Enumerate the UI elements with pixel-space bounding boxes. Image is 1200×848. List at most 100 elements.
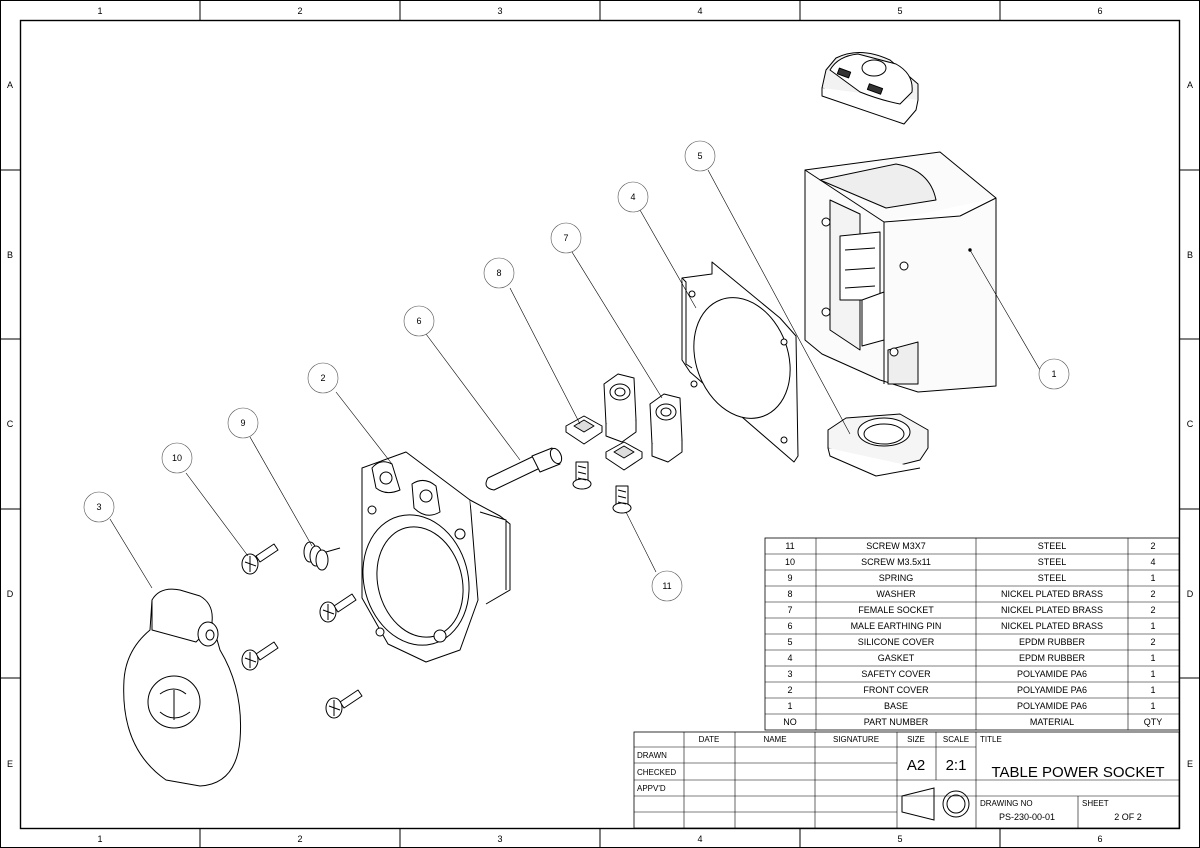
balloon-7: 7 <box>550 222 582 254</box>
balloon-5: 5 <box>684 140 716 172</box>
svg-text:SCALE: SCALE <box>943 735 969 744</box>
bom-cell-material: EPDM RUBBER <box>1019 637 1086 647</box>
bom-cell-qty: 2 <box>1150 605 1155 615</box>
drawing-title: TABLE POWER SOCKET <box>991 764 1164 781</box>
svg-text:10: 10 <box>172 453 182 463</box>
exploded-view <box>123 52 997 787</box>
balloon-2: 2 <box>307 362 339 394</box>
col-label-bottom: 3 <box>497 834 502 844</box>
col-label-top: 5 <box>897 6 902 16</box>
screw-m35x11-2 <box>319 593 357 623</box>
bom-cell-item: 9 <box>787 573 792 583</box>
bom-cell-material: STEEL <box>1038 573 1067 583</box>
svg-text:DATE: DATE <box>699 735 720 744</box>
bom-cell-part: FRONT COVER <box>863 685 929 695</box>
bom-row: 10 SCREW M3.5x11 STEEL 4 <box>785 557 1156 567</box>
bom-cell-qty: 1 <box>1150 701 1155 711</box>
bom-cell-qty: 4 <box>1150 557 1155 567</box>
balloon-9: 9 <box>227 407 259 439</box>
zone-labels: 1 2 3 4 5 6 1 2 3 4 5 6 A B C D E A B C … <box>7 6 1194 844</box>
svg-text:MATERIAL: MATERIAL <box>1030 717 1074 727</box>
bom-cell-part: SPRING <box>879 573 914 583</box>
front-cover <box>361 451 511 663</box>
balloon-6: 6 <box>403 305 435 337</box>
row-label-right: C <box>1187 419 1194 429</box>
bom-cell-item: 2 <box>787 685 792 695</box>
bom-cell-material: NICKEL PLATED BRASS <box>1001 621 1103 631</box>
bom-cell-part: GASKET <box>878 653 915 663</box>
bom-cell-part: BASE <box>884 701 908 711</box>
bom-cell-material: POLYAMIDE PA6 <box>1017 669 1087 679</box>
bom-cell-item: 10 <box>785 557 795 567</box>
svg-text:9: 9 <box>240 418 245 428</box>
bom-row: 9 SPRING STEEL 1 <box>787 573 1155 583</box>
bom-cell-part: SAFETY COVER <box>861 669 931 679</box>
bom-cell-material: STEEL <box>1038 557 1067 567</box>
svg-text:4: 4 <box>630 192 635 202</box>
svg-text:PART NUMBER: PART NUMBER <box>864 717 929 727</box>
row-label-left: A <box>7 80 13 90</box>
bom-cell-part: SCREW M3.5x11 <box>861 557 931 567</box>
col-label-top: 2 <box>297 6 302 16</box>
bom-header: NO PART NUMBER MATERIAL QTY <box>783 717 1162 727</box>
silicone-cover-bottom <box>827 413 929 477</box>
bom-cell-material: EPDM RUBBER <box>1019 653 1086 663</box>
bom-cell-item: 7 <box>787 605 792 615</box>
bom-cell-part: FEMALE SOCKET <box>858 605 934 615</box>
svg-text:6: 6 <box>416 316 421 326</box>
svg-text:QTY: QTY <box>1144 717 1163 727</box>
bom-cell-item: 5 <box>787 637 792 647</box>
part-balloons: 1 2 3 4 5 6 7 8 9 10 11 <box>83 140 1070 602</box>
bom-cell-qty: 1 <box>1150 621 1155 631</box>
spring <box>303 541 341 571</box>
bom-cell-qty: 1 <box>1150 685 1155 695</box>
col-label-bottom: 5 <box>897 834 902 844</box>
gasket <box>681 261 799 463</box>
projection-symbol <box>901 787 970 821</box>
row-label-right: E <box>1187 759 1193 769</box>
col-label-top: 6 <box>1097 6 1102 16</box>
bom-cell-material: NICKEL PLATED BRASS <box>1001 589 1103 599</box>
bom-cell-part: SCREW M3X7 <box>866 541 926 551</box>
svg-text:NO: NO <box>783 717 797 727</box>
row-label-left: B <box>7 250 13 260</box>
svg-text:11: 11 <box>662 581 671 591</box>
col-label-bottom: 2 <box>297 834 302 844</box>
col-label-bottom: 4 <box>697 834 702 844</box>
bom-cell-qty: 1 <box>1150 669 1155 679</box>
bom-cell-part: MALE EARTHING PIN <box>851 621 942 631</box>
bom-cell-qty: 2 <box>1150 637 1155 647</box>
balloon-1: 1 <box>1038 358 1070 390</box>
svg-text:NAME: NAME <box>763 735 786 744</box>
female-socket-2 <box>649 393 683 463</box>
base-housing <box>804 151 997 393</box>
svg-text:SIGNATURE: SIGNATURE <box>833 735 879 744</box>
size-value: A2 <box>907 757 925 774</box>
svg-text:TITLE: TITLE <box>980 735 1002 744</box>
row-label-right: B <box>1187 250 1193 260</box>
svg-text:5: 5 <box>697 151 702 161</box>
screw-m3x7-2 <box>612 485 632 514</box>
svg-text:DRAWN: DRAWN <box>637 751 667 760</box>
svg-text:DRAWING NO: DRAWING NO <box>980 799 1033 808</box>
screw-m3x7-1 <box>572 461 592 490</box>
female-socket-1 <box>603 373 637 443</box>
drawing-number: PS-230-00-01 <box>999 812 1055 822</box>
sheet-number: 2 OF 2 <box>1114 812 1142 822</box>
balloon-3: 3 <box>83 491 115 523</box>
col-label-top: 4 <box>697 6 702 16</box>
bom-cell-item: 3 <box>787 669 792 679</box>
title-block-headers: DATE NAME SIGNATURE SIZE SCALE TITLE DRA… <box>637 735 1109 808</box>
bom-cell-material: STEEL <box>1038 541 1067 551</box>
row-label-right: A <box>1187 80 1193 90</box>
bom-row: 3 SAFETY COVER POLYAMIDE PA6 1 <box>787 669 1155 679</box>
col-label-top: 1 <box>97 6 102 16</box>
bom-cell-qty: 1 <box>1150 573 1155 583</box>
